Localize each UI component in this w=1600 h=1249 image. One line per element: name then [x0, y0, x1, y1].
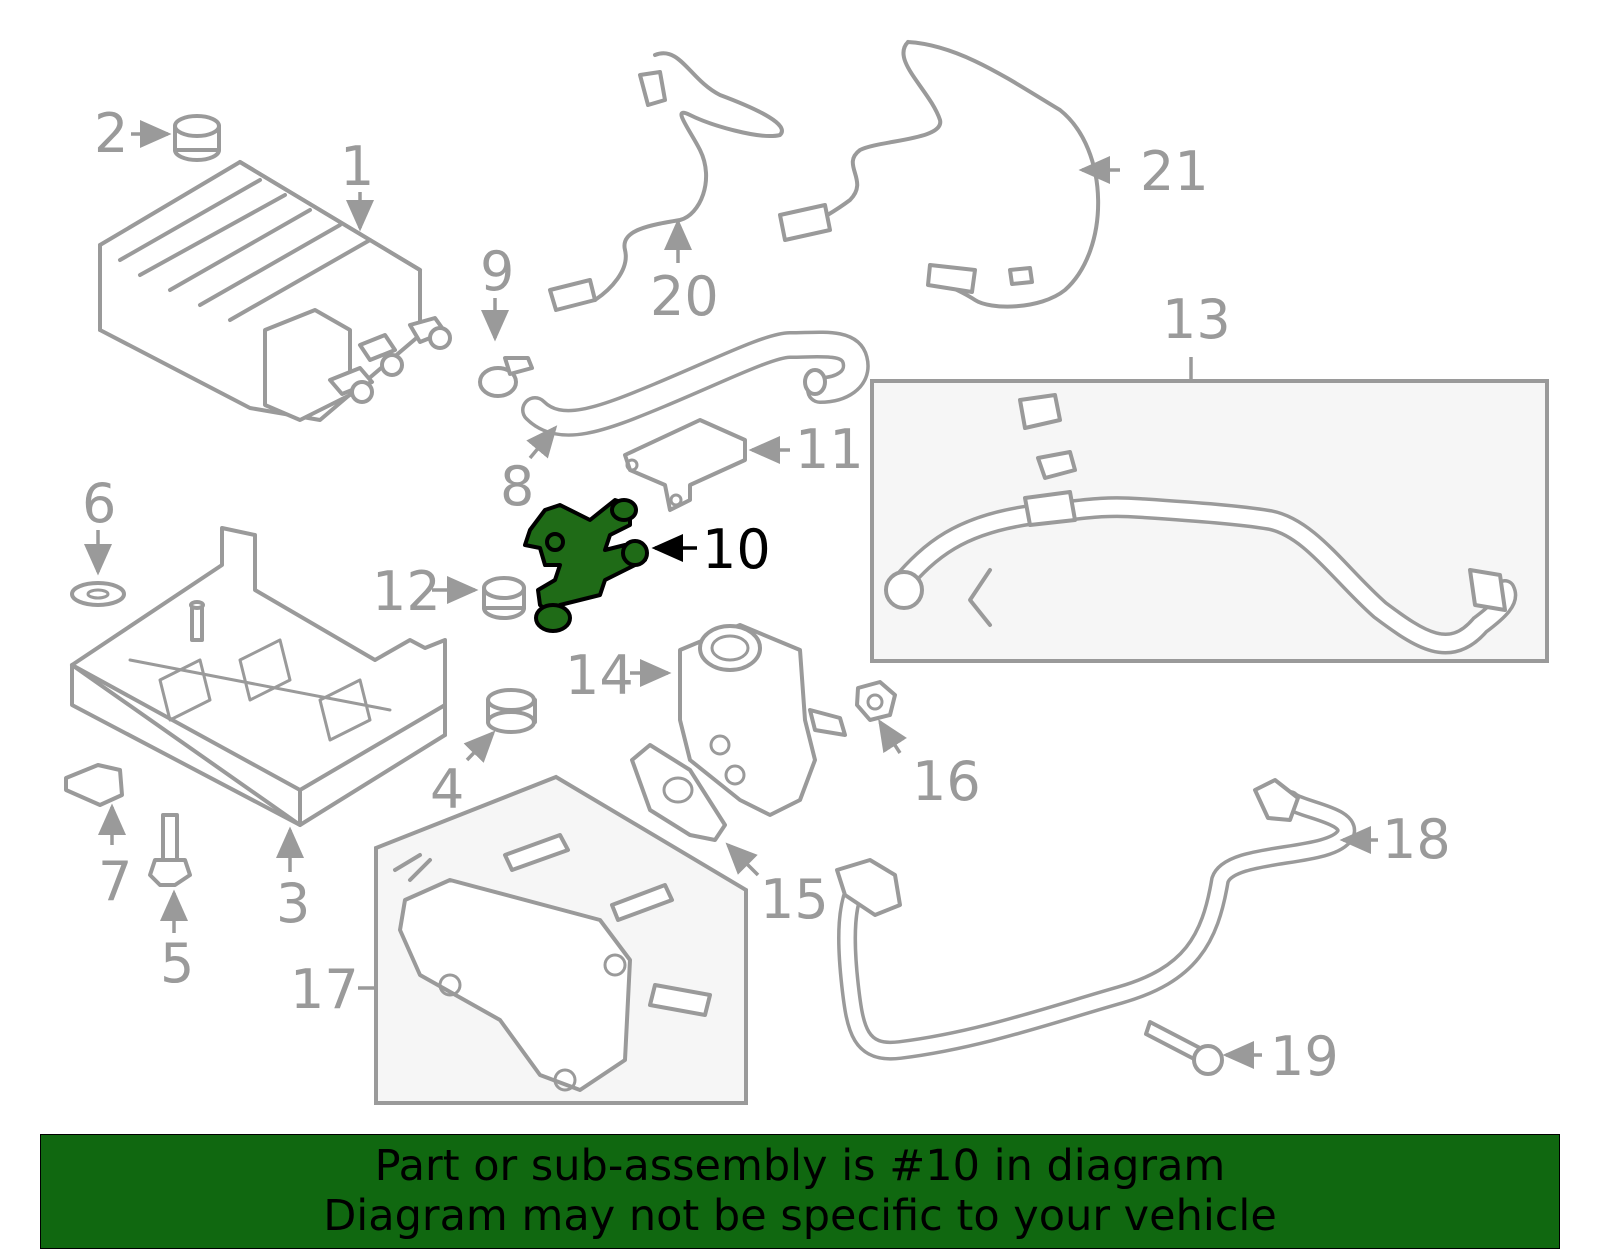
- part-7-clip[interactable]: [64, 763, 124, 807]
- part-15-gasket[interactable]: [630, 743, 727, 842]
- part-21-sensor[interactable]: [778, 40, 1101, 309]
- part-13-assembly[interactable]: [884, 393, 1518, 655]
- callout-9: 9: [480, 240, 514, 303]
- callout-12: 12: [372, 560, 441, 623]
- part-1-canister[interactable]: [98, 160, 452, 422]
- callout-16: 16: [912, 750, 981, 813]
- callout-6: 6: [82, 472, 116, 535]
- part-16-nut[interactable]: [855, 680, 897, 722]
- callout-13: 13: [1162, 288, 1231, 351]
- part-9-clamp[interactable]: [478, 356, 534, 398]
- part-3-shield[interactable]: [70, 526, 447, 827]
- callout-2: 2: [94, 102, 128, 165]
- callout-10: 10: [702, 518, 771, 581]
- part-20-sensor[interactable]: [548, 51, 784, 312]
- callout-labels: 1 2 3 4 5 6 7 8 9 10 11 12 13 14 15 16 1…: [82, 102, 1451, 1088]
- part-10-valve[interactable]: [523, 498, 649, 633]
- part-2-cap[interactable]: [173, 114, 221, 162]
- part-12-grommet[interactable]: [482, 576, 526, 620]
- part-8-hose[interactable]: [521, 330, 870, 437]
- callout-4: 4: [430, 758, 464, 821]
- info-banner: Part or sub-assembly is #10 in diagram D…: [40, 1134, 1560, 1249]
- callout-19: 19: [1270, 1025, 1339, 1088]
- callout-21: 21: [1140, 140, 1209, 203]
- callout-3: 3: [276, 872, 310, 935]
- callout-5: 5: [160, 932, 194, 995]
- part-19-bolt[interactable]: [1144, 1020, 1224, 1076]
- part-5-bolt[interactable]: [148, 813, 192, 887]
- callout-18: 18: [1382, 808, 1451, 871]
- part-4-grommet[interactable]: [486, 688, 537, 734]
- callout-14: 14: [565, 644, 634, 707]
- callout-20: 20: [650, 265, 719, 328]
- callout-8: 8: [500, 455, 534, 518]
- callout-1: 1: [340, 135, 374, 198]
- banner-line-2: Diagram may not be specific to your vehi…: [323, 1191, 1277, 1241]
- leader-lines: [84, 120, 1378, 1069]
- part-17-cooler[interactable]: [393, 833, 712, 1092]
- callout-15: 15: [760, 868, 829, 931]
- callout-17: 17: [290, 958, 359, 1021]
- part-6-washer[interactable]: [70, 581, 126, 607]
- callout-7: 7: [98, 850, 132, 913]
- callout-11: 11: [795, 418, 864, 481]
- part-18-pipe[interactable]: [835, 778, 1356, 1061]
- part-11-bracket[interactable]: [623, 418, 747, 512]
- banner-line-1: Part or sub-assembly is #10 in diagram: [374, 1141, 1226, 1191]
- part-14-egr-valve[interactable]: [678, 623, 847, 817]
